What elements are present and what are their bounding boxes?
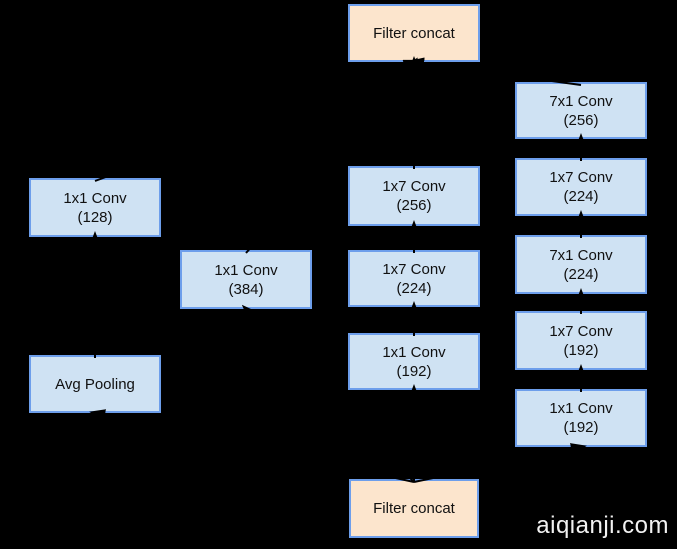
node-label: 1x7 Conv (549, 322, 613, 340)
node-conv-1x1-192-mid: 1x1 Conv(192) (348, 333, 480, 390)
node-label: 1x7 Conv (382, 178, 446, 195)
node-conv-1x7-256: 1x7 Conv (256) (348, 166, 480, 226)
node-sublabel: (256) (396, 197, 432, 214)
node-filter-concat-bottom: Filter concat (349, 479, 479, 538)
node-label: Filter concat (373, 24, 455, 42)
node-conv-1x7-192: 1x7 Conv(192) (515, 311, 647, 370)
node-sublabel: (224) (563, 188, 599, 205)
node-sublabel: (192) (396, 362, 432, 380)
node-sublabel: (128) (77, 208, 113, 226)
node-conv-7x1-224: 7x1 Conv(224) (515, 235, 647, 294)
node-label: 7x1 Conv (549, 246, 613, 264)
node-label: Avg Pooling (55, 375, 135, 393)
node-sublabel: (384) (228, 280, 264, 298)
watermark-text: aiqianji.com (536, 512, 669, 539)
node-sublabel: (224) (563, 265, 599, 283)
node-filter-concat-top: Filter concat (348, 4, 480, 62)
node-sublabel: (224) (396, 279, 432, 297)
node-conv-1x1-384: 1x1 Conv(384) (180, 250, 312, 309)
node-sublabel: (192) (563, 341, 599, 359)
node-label: 1x7 Conv (549, 169, 613, 186)
node-label: 1x1 Conv (214, 261, 278, 279)
node-label: 1x1 Conv (63, 189, 127, 207)
node-label: Filter concat (373, 500, 455, 517)
node-label: 1x7 Conv (382, 260, 446, 278)
node-label: 1x1 Conv (549, 400, 613, 417)
node-conv-7x1-256: 7x1 Conv(256) (515, 82, 647, 139)
node-label: 7x1 Conv (549, 92, 613, 110)
node-label: 1x1 Conv (382, 343, 446, 361)
node-conv-1x1-192-right: 1x1 Conv (192) (515, 389, 647, 447)
node-conv-1x1-128: 1x1 Conv(128) (29, 178, 161, 237)
node-sublabel: (192) (563, 419, 599, 436)
node-conv-1x7-224: 1x7 Conv (224) (515, 158, 647, 216)
node-conv-1x7-224-mid: 1x7 Conv(224) (348, 250, 480, 307)
node-sublabel: (256) (563, 111, 599, 129)
node-avg-pooling: Avg Pooling (29, 355, 161, 413)
